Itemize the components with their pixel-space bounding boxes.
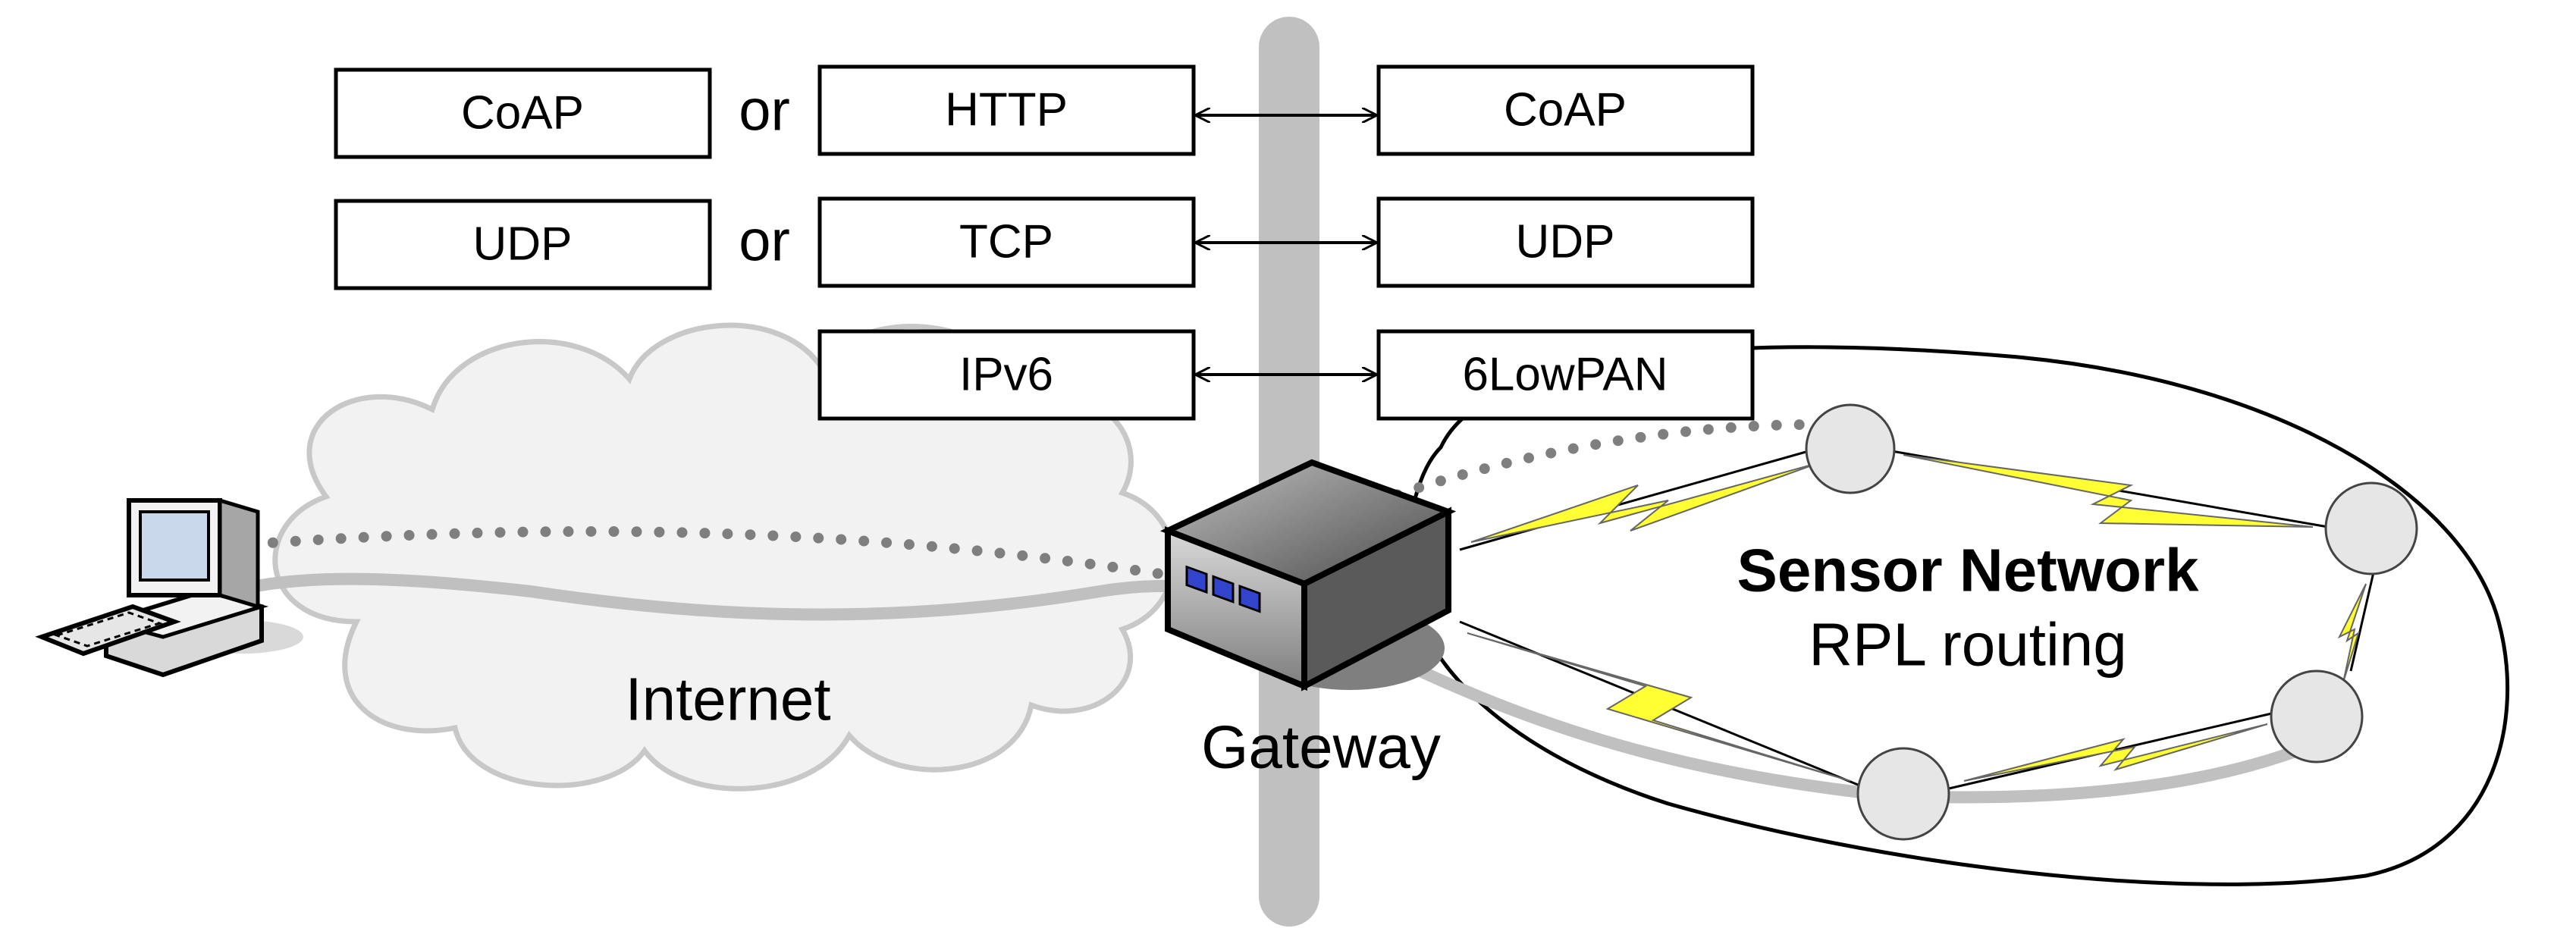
left-alt-application-box bbox=[334, 67, 712, 159]
sensor-node bbox=[1856, 747, 1950, 841]
sensor-node bbox=[2324, 481, 2418, 575]
or-label: or bbox=[739, 209, 790, 274]
left-transport-label: TCP bbox=[959, 216, 1053, 268]
left-application-box bbox=[817, 64, 1196, 156]
protocol-stack bbox=[334, 64, 1755, 421]
sensor-node bbox=[2270, 669, 2364, 764]
sensor-node bbox=[1805, 403, 1896, 494]
or-label: or bbox=[739, 79, 790, 143]
left-alt-transport-box bbox=[334, 199, 712, 290]
right-network-label: 6LowPAN bbox=[1462, 349, 1668, 401]
left-alt-transport-label: UDP bbox=[473, 218, 573, 271]
left-transport-box bbox=[817, 196, 1196, 288]
right-transport-box bbox=[1376, 196, 1755, 288]
right-transport-label: UDP bbox=[1516, 216, 1615, 268]
sensor-nodes bbox=[1805, 403, 2418, 841]
left-network-label: IPv6 bbox=[959, 349, 1053, 401]
left-application-label: HTTP bbox=[945, 84, 1068, 136]
translation-arrows bbox=[1197, 115, 1376, 375]
left-network-box bbox=[817, 329, 1196, 421]
internet-label: Internet bbox=[625, 666, 830, 733]
logical-connection-dots bbox=[222, 419, 1818, 582]
right-network-box bbox=[1376, 329, 1755, 421]
gateway-label: Gateway bbox=[1201, 713, 1441, 781]
router-device-icon: Gateway bbox=[1159, 459, 1457, 781]
left-alt-application-label: CoAP bbox=[461, 87, 584, 140]
right-application-box bbox=[1376, 64, 1755, 156]
sensor-network-subtitle: RPL routing bbox=[1809, 611, 2127, 679]
right-application-label: CoAP bbox=[1504, 84, 1627, 136]
internet-cloud: Internet bbox=[272, 322, 1176, 792]
lightning-bolt-icon bbox=[1467, 454, 2367, 782]
desktop-computer-icon bbox=[35, 497, 303, 678]
sensor-network-title: Sensor Network bbox=[1737, 537, 2199, 604]
